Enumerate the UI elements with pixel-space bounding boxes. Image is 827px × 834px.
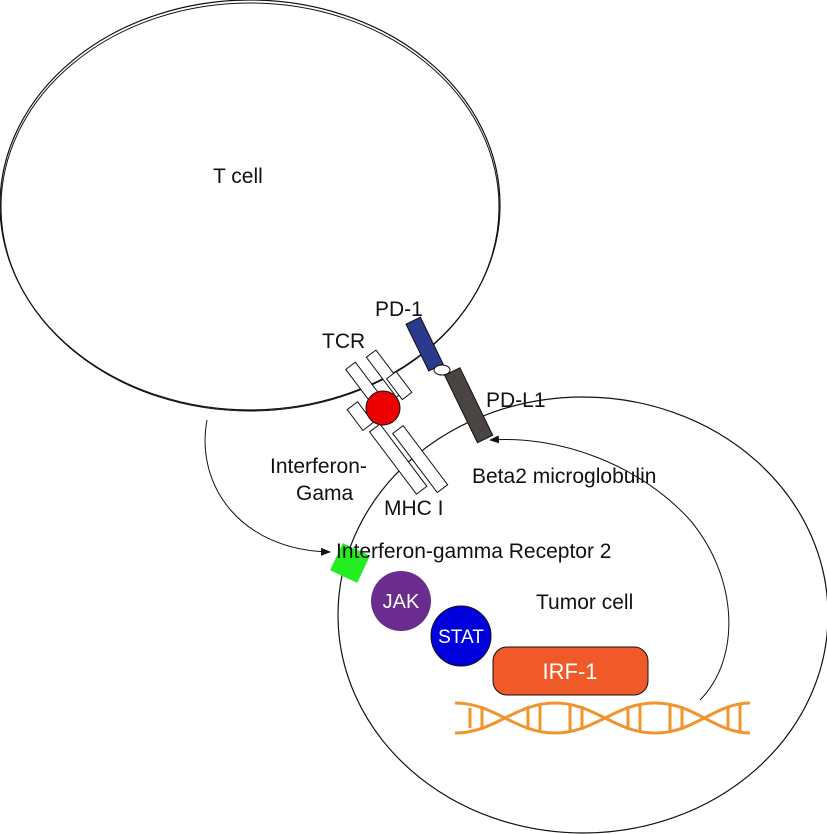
- tumor-cell-membrane: [337, 396, 827, 834]
- jak-label: JAK: [383, 591, 420, 613]
- pdl1-receptor: [443, 367, 494, 444]
- jak-node: [371, 571, 431, 631]
- pdl1-expression-arrow: [489, 435, 730, 701]
- mhc-complex: [346, 401, 449, 495]
- tcr-label: TCR: [322, 330, 365, 353]
- pd1-pdl1-junction: [433, 364, 451, 376]
- t-cell-label: T cell: [213, 165, 263, 188]
- pd1-label: PD-1: [375, 298, 423, 321]
- pd1-pdl1-complex: [405, 316, 494, 444]
- pdl1-label: PD-L1: [486, 389, 546, 412]
- ifn-secretion-arrow: [204, 419, 331, 556]
- irf1-label: IRF-1: [543, 659, 598, 684]
- mhc-label: MHC I: [384, 497, 444, 520]
- tcr-receptor: [345, 349, 413, 419]
- ifngr2-receptor: [330, 543, 370, 583]
- ifn-label-line1: Interferon-: [270, 455, 367, 478]
- irf1-node: [492, 646, 649, 696]
- antigen-peptide: [365, 390, 401, 426]
- stat-node: [430, 605, 492, 667]
- ifn-label-line2: Gama: [296, 482, 354, 505]
- beta2-label: Beta2 microglobulin: [472, 465, 656, 488]
- tumor-cell-label: Tumor cell: [536, 591, 633, 614]
- t-cell-membrane: [0, 0, 501, 412]
- ifngr2-label: Interferon-gamma Receptor 2: [336, 540, 611, 563]
- dna-helix-icon: [454, 701, 751, 735]
- stat-label: STAT: [438, 627, 484, 648]
